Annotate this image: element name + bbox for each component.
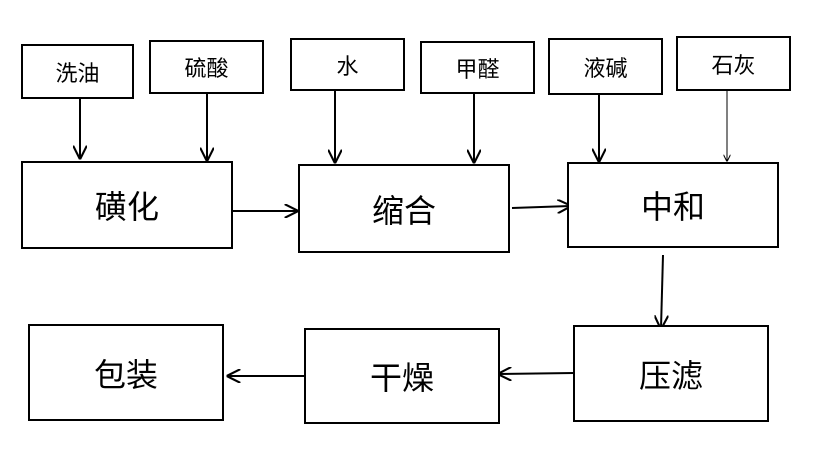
step-filter-press: 压滤 — [573, 325, 769, 422]
step-sulfonation-label: 磺化 — [94, 188, 159, 226]
input-sulfuric-acid-label: 硫酸 — [184, 57, 229, 82]
input-formaldehyde-label: 甲醛 — [455, 57, 500, 83]
input-formaldehyde: 甲醛 — [420, 41, 535, 94]
input-liquid-alkali: 液碱 — [548, 38, 663, 95]
input-wash-oil-label: 洗油 — [55, 61, 100, 87]
step-drying-label: 干燥 — [369, 359, 434, 397]
input-lime-label: 石灰 — [711, 53, 756, 79]
input-wash-oil: 洗油 — [21, 44, 134, 99]
input-sulfuric-acid: 硫酸 — [149, 40, 264, 94]
arrow-condensation-to-neutralization — [511, 206, 570, 208]
step-condensation: 缩合 — [298, 164, 510, 253]
input-lime: 石灰 — [676, 36, 791, 91]
input-liquid-alkali-label: 液碱 — [583, 56, 628, 82]
step-packaging-label: 包装 — [93, 355, 158, 394]
arrow-filter-press-to-drying — [499, 373, 575, 374]
input-water: 水 — [290, 38, 405, 91]
arrow-neutralization-to-filter-press — [661, 254, 663, 328]
step-neutralization: 中和 — [567, 162, 779, 248]
step-packaging: 包装 — [28, 324, 224, 421]
step-neutralization-label: 中和 — [640, 188, 705, 226]
step-condensation-label: 缩合 — [371, 191, 436, 230]
step-filter-press-label: 压滤 — [638, 356, 703, 395]
input-water-label: 水 — [336, 54, 359, 80]
step-sulfonation: 磺化 — [21, 161, 233, 249]
step-drying: 干燥 — [304, 328, 500, 424]
